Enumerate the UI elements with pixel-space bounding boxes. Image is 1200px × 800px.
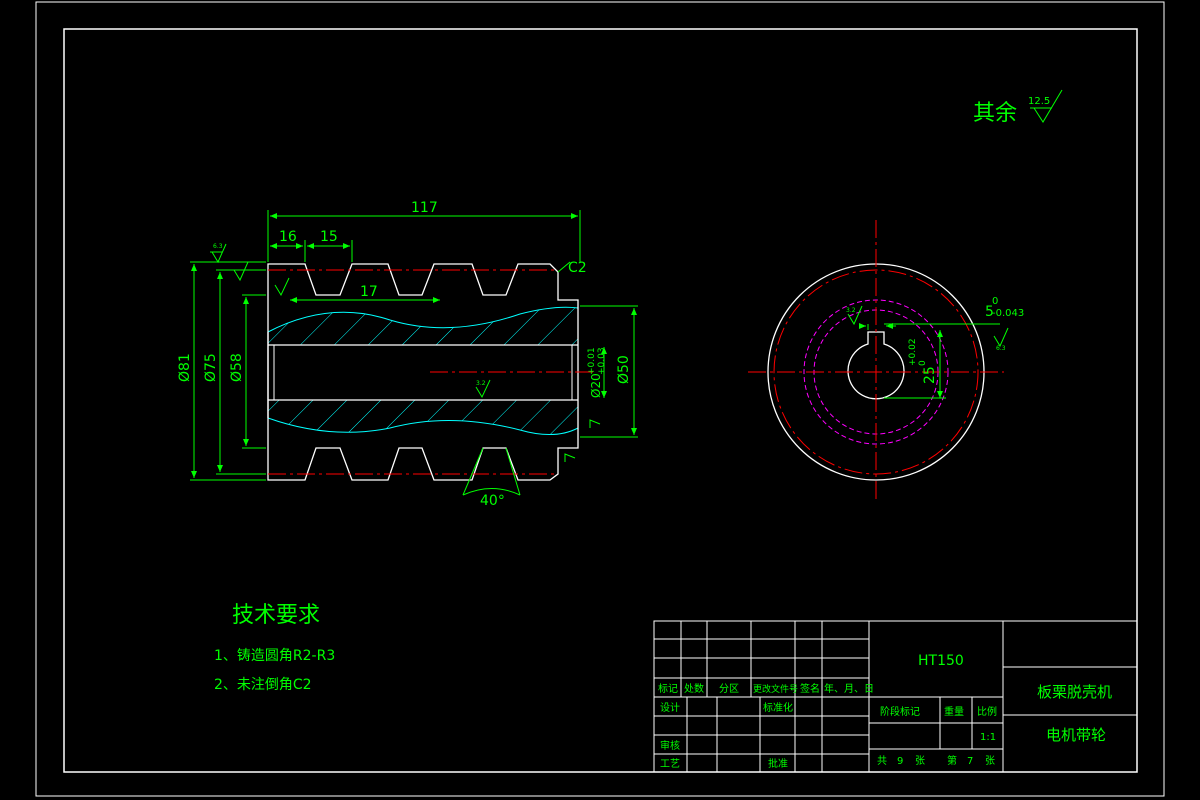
section-dimensions (190, 210, 638, 496)
section-dimension-texts: 117 16 15 17 Ø81 Ø75 Ø58 Ø50 Ø20 +0.01 +… (177, 200, 632, 509)
review-label: 审核 (660, 739, 680, 752)
inner-border (63, 28, 1138, 773)
process-label: 工艺 (660, 758, 680, 770)
project-name: 板栗脱壳机 (1037, 683, 1112, 701)
dim-keyway-width: 5 (985, 304, 994, 320)
dim-17: 17 (360, 284, 378, 300)
dim-dia81: Ø81 (177, 353, 193, 382)
current-label: 第 (947, 754, 957, 767)
part-name: 电机带轮 (1046, 726, 1106, 744)
title-block-texts: HT150 板栗脱壳机 电机带轮 标记 处数 分区 更改文件号 签名 年、月、日… (658, 653, 1112, 770)
section-view (267, 263, 595, 481)
end-view (748, 220, 1004, 500)
dim-keyway-depth-tol-lower: 0 (918, 360, 928, 366)
hdr-date: 年、月、日 (824, 682, 874, 695)
rough-d: 6.3 (996, 345, 1006, 352)
dim-15: 15 (320, 229, 338, 245)
sheet-unit-2: 张 (985, 755, 995, 767)
material: HT150 (918, 653, 964, 669)
roughness-symbol-icon (1033, 89, 1063, 123)
hatch-lower (268, 400, 578, 435)
current-sheet: 7 (967, 756, 973, 767)
rough-b: 3.2 (476, 380, 486, 387)
stage-mark-label: 阶段标记 (880, 705, 920, 718)
tech-requirements: 技术要求 1、铸造圆角R2-R3 2、未注倒角C2 (214, 603, 335, 693)
rough-a: 6.3 (213, 243, 223, 250)
hdr-change-doc: 更改文件号 (753, 683, 798, 695)
tech-title: 技术要求 (232, 603, 320, 628)
hdr-count: 处数 (684, 682, 704, 695)
bore-keyway (847, 331, 905, 400)
scale-value: 1:1 (980, 732, 996, 743)
tech-item-2: 2、未注倒角C2 (214, 677, 312, 693)
outer-border (35, 1, 1165, 797)
dim-dia75: Ø75 (203, 353, 219, 382)
end-view-dimensions (847, 305, 1009, 399)
title-block (653, 620, 1138, 773)
tech-item-1: 1、铸造圆角R2-R3 (214, 648, 335, 664)
surface-finish-value: 12.5 (1028, 96, 1050, 107)
dim-keyway-depth: 25 (922, 366, 938, 384)
approve-label: 批准 (768, 757, 788, 770)
dim-dia58: Ø58 (229, 353, 245, 382)
hdr-zone: 分区 (719, 683, 739, 695)
dim-dia50: Ø50 (616, 355, 632, 384)
dim-overall-length: 117 (411, 200, 438, 216)
weight-label: 重量 (944, 705, 964, 718)
scale-label: 比例 (977, 705, 997, 718)
end-view-dimension-texts: 5 0 -0.043 25 +0.02 0 3.2 6.3 (846, 296, 1024, 384)
hdr-sign: 签名 (800, 682, 820, 695)
dim-16: 16 (279, 229, 297, 245)
dim-keyway-depth-tol-upper: +0.02 (908, 338, 918, 366)
rough-c: 3.2 (846, 307, 856, 314)
surface-finish-label: 其余 (973, 101, 1017, 126)
dim-chamfer: C2 (568, 260, 587, 276)
hatch-upper (268, 307, 578, 345)
design-label: 设计 (660, 701, 680, 714)
pulley-outline (267, 263, 579, 481)
dim-bore: Ø20 (589, 373, 603, 398)
sheet-unit: 张 (915, 755, 925, 767)
dim-bore-tol-upper: +0.01 (587, 347, 597, 375)
standardize-label: 标准化 (763, 701, 793, 714)
total-sheets: 9 (897, 756, 903, 767)
dim-bore-tol-lower: +0.03 (597, 347, 607, 375)
hdr-mark: 标记 (658, 683, 678, 695)
dim-keyway-tol-upper: 0 (992, 296, 998, 307)
dim-keyway-tol-lower: -0.043 (992, 308, 1024, 319)
surface-finish-note: 其余 12.5 (973, 89, 1063, 126)
dim-groove-angle: 40° (480, 493, 505, 509)
total-label: 共 (877, 755, 887, 767)
